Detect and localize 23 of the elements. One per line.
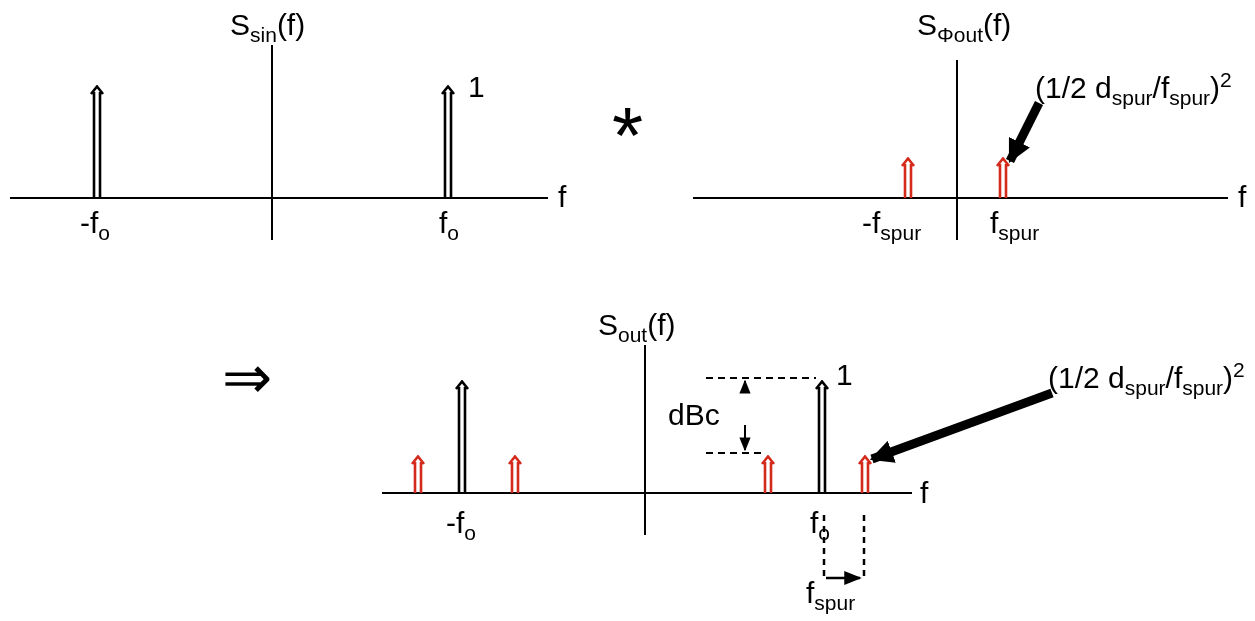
tick-label: f$_{spur}$ xyxy=(990,206,1040,245)
leader-arrow xyxy=(1005,101,1044,164)
axis-label: f xyxy=(1238,180,1247,213)
dimension-label: f$_{spur}$ xyxy=(806,576,856,615)
axis-title: S$_{sin}$(f) xyxy=(230,8,306,47)
dimension-label: dBc xyxy=(668,398,720,431)
spectral-impulse xyxy=(857,455,873,493)
tick-label: -f$_{o}$ xyxy=(80,206,110,245)
value-label: 1 xyxy=(468,70,485,103)
spectral-impulse xyxy=(995,157,1011,198)
operator-symbol: * xyxy=(612,96,644,176)
tick-label: -f$_{spur}$ xyxy=(862,206,922,245)
tick-label: f$_{o}$ xyxy=(439,206,460,245)
formula: (1/2 d$_{spur}$/f$_{spur}$)$^{2}$ xyxy=(1048,358,1245,400)
tick-label: -f$_{o}$ xyxy=(446,506,476,545)
axis-label: f xyxy=(558,180,567,213)
axis-title: S$_{Φout}$(f) xyxy=(917,8,1012,47)
formula: (1/2 d$_{spur}$/f$_{spur}$)$^{2}$ xyxy=(1035,68,1232,110)
axis-label: f xyxy=(920,476,929,509)
value-label: 1 xyxy=(836,358,853,391)
implies-symbol: ⇒ xyxy=(222,348,272,408)
axis-title: S$_{out}$(f) xyxy=(598,308,676,347)
leader-arrow xyxy=(869,388,1054,464)
